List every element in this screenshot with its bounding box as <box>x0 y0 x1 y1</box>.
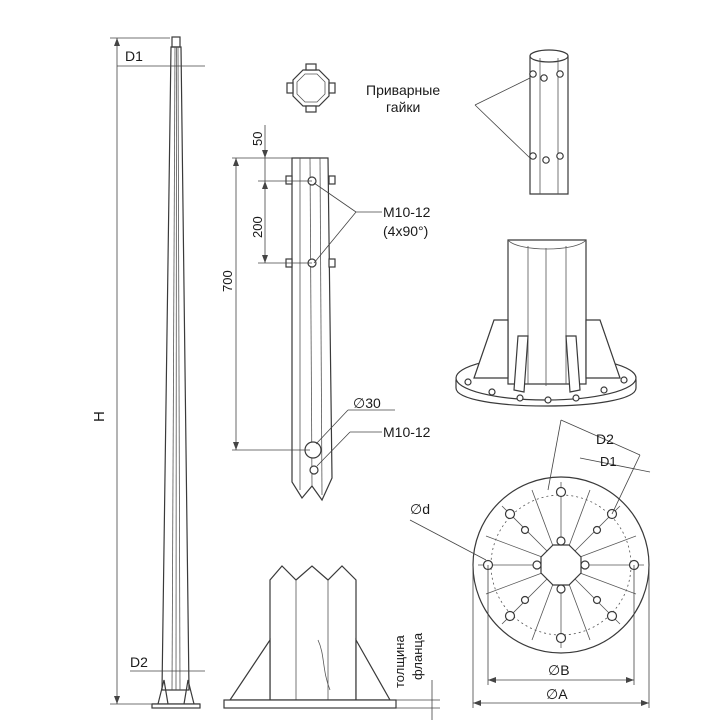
flange-a-label: ∅A <box>546 686 568 702</box>
base-perspective-view <box>455 239 637 407</box>
pole-full-view <box>151 36 201 709</box>
flange-thickness-label-1: толщина <box>392 635 407 688</box>
welded-nuts-label-1: Приварные <box>366 82 440 98</box>
d1-label: D1 <box>125 48 143 64</box>
bolt-hole-d-label: ∅d <box>410 501 430 517</box>
pole-top-section <box>286 63 336 113</box>
dim-700-label: 700 <box>220 270 235 292</box>
welded-nuts-tube: Приварные гайки <box>366 49 569 195</box>
detail-dimensions: 50 200 700 M10-12 (4x90°) ∅30 M10-12 <box>220 125 431 467</box>
dim-50-label: 50 <box>250 132 265 146</box>
pole-d1-dimension: D1 D2 H <box>91 37 205 705</box>
hole-diameter-label: ∅30 <box>353 395 381 411</box>
nut-spec-label: M10-12 <box>383 204 431 220</box>
flange-plan-view <box>472 476 650 654</box>
d2-label: D2 <box>130 654 148 670</box>
height-label: H <box>91 411 108 422</box>
flange-d2-label: D2 <box>596 431 614 447</box>
flange-dimensions: D2 D1 ∅d ∅B ∅A <box>409 419 651 708</box>
flange-thickness-label-2: фланца <box>410 632 425 680</box>
welded-nuts-label-2: гайки <box>386 99 420 115</box>
dim-200-label: 200 <box>250 216 265 238</box>
flange-b-label: ∅B <box>548 662 570 678</box>
flange-d1-label: D1 <box>600 454 617 469</box>
nut-spec-2-label: M10-12 <box>383 424 431 440</box>
pole-detail-section <box>285 157 336 502</box>
nut-pattern-label: (4x90°) <box>383 223 428 239</box>
base-side-view: толщина фланца <box>223 565 440 720</box>
